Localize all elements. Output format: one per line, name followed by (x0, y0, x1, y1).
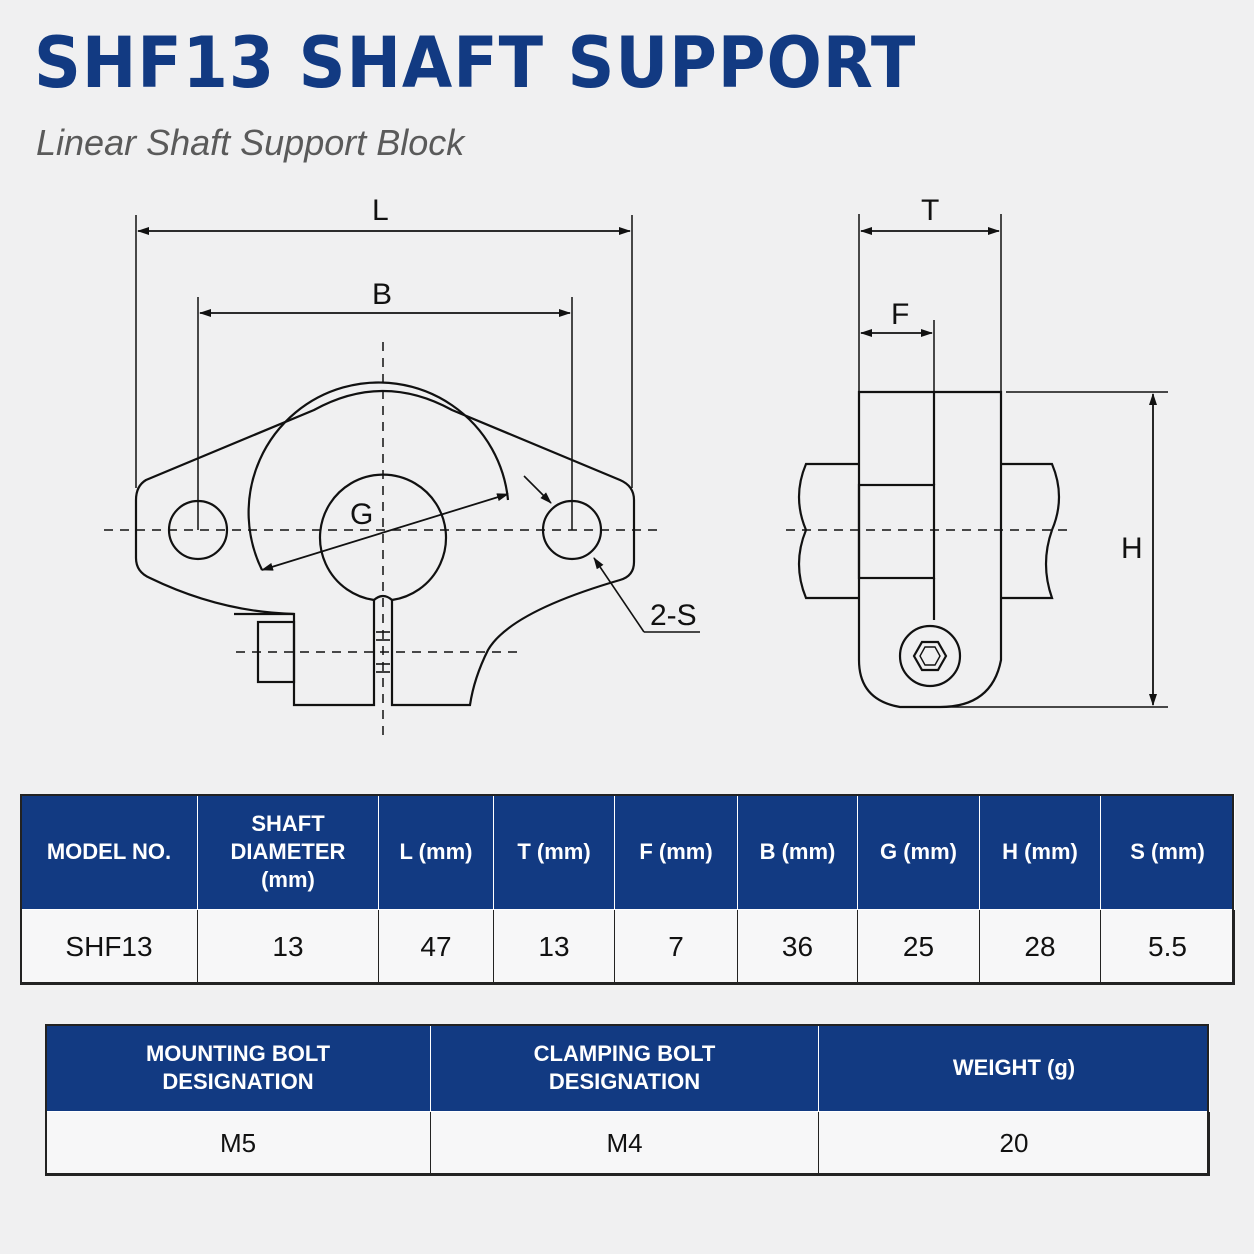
support-body-outline (134, 390, 636, 707)
label-l: L (372, 194, 389, 227)
header-clamping-bolt: CLAMPING BOLT DESIGNATION (430, 1024, 819, 1112)
bolts-header-row: MOUNTING BOLT DESIGNATION CLAMPING BOLT … (45, 1024, 1210, 1112)
cell-l: 47 (378, 909, 494, 985)
header-shaft-diameter-text: SHAFT DIAMETER (mm) (230, 811, 346, 892)
label-2s: 2-S (650, 599, 697, 632)
header-shaft-diameter: SHAFT DIAMETER (mm) (197, 794, 379, 910)
cell-t: 13 (493, 909, 615, 985)
label-b: B (372, 278, 392, 311)
shaft-stub-left (797, 462, 859, 600)
header-clamping-bolt-text: CLAMPING BOLT DESIGNATION (533, 1041, 716, 1094)
page-subtitle: Linear Shaft Support Block (36, 122, 465, 163)
cell-model-no: SHF13 (20, 909, 198, 985)
header-b: B (mm) (737, 794, 858, 910)
header-s: S (mm) (1100, 794, 1235, 910)
label-g: G (350, 498, 373, 531)
bolts-table: MOUNTING BOLT DESIGNATION CLAMPING BOLT … (45, 1024, 1210, 1176)
cell-shaft-diameter: 13 (197, 909, 379, 985)
hex-socket-icon (912, 640, 948, 672)
cell-clamping-bolt: M4 (430, 1111, 819, 1176)
page-title: SHF13 SHAFT SUPPORT (34, 22, 917, 104)
leader-line-s (593, 557, 645, 633)
header-l: L (mm) (378, 794, 494, 910)
cell-s: 5.5 (1100, 909, 1235, 985)
cell-g: 25 (857, 909, 980, 985)
side-block-outline (857, 390, 1003, 709)
cell-f: 7 (614, 909, 738, 985)
header-weight: WEIGHT (g) (818, 1024, 1210, 1112)
front-view (104, 215, 700, 742)
cell-mounting-bolt: M5 (45, 1111, 431, 1176)
label-f: F (891, 298, 909, 331)
table-row: M5 M4 20 (45, 1111, 1210, 1176)
header-h: H (mm) (979, 794, 1101, 910)
header-g: G (mm) (857, 794, 980, 910)
header-model-no: MODEL NO. (20, 794, 198, 910)
technical-drawing: L B G 2-S T F H (104, 194, 1168, 742)
clamp-screw-head (898, 624, 962, 688)
cell-b: 36 (737, 909, 858, 985)
side-view (786, 214, 1168, 709)
header-f: F (mm) (614, 794, 738, 910)
dimension-line-g (261, 493, 509, 571)
shaft-stub-right (1001, 462, 1061, 600)
header-mounting-bolt-text: MOUNTING BOLT DESIGNATION (145, 1041, 331, 1094)
cell-h: 28 (979, 909, 1101, 985)
specs-table: MODEL NO. SHAFT DIAMETER (mm) L (mm) T (… (20, 794, 1235, 985)
header-t: T (mm) (493, 794, 615, 910)
label-t: T (921, 194, 939, 227)
header-mounting-bolt: MOUNTING BOLT DESIGNATION (45, 1024, 431, 1112)
cell-weight: 20 (818, 1111, 1210, 1176)
label-h: H (1121, 532, 1143, 565)
table-row: SHF13 13 47 13 7 36 25 28 5.5 (20, 909, 1235, 985)
specs-header-row: MODEL NO. SHAFT DIAMETER (mm) L (mm) T (… (20, 794, 1235, 910)
